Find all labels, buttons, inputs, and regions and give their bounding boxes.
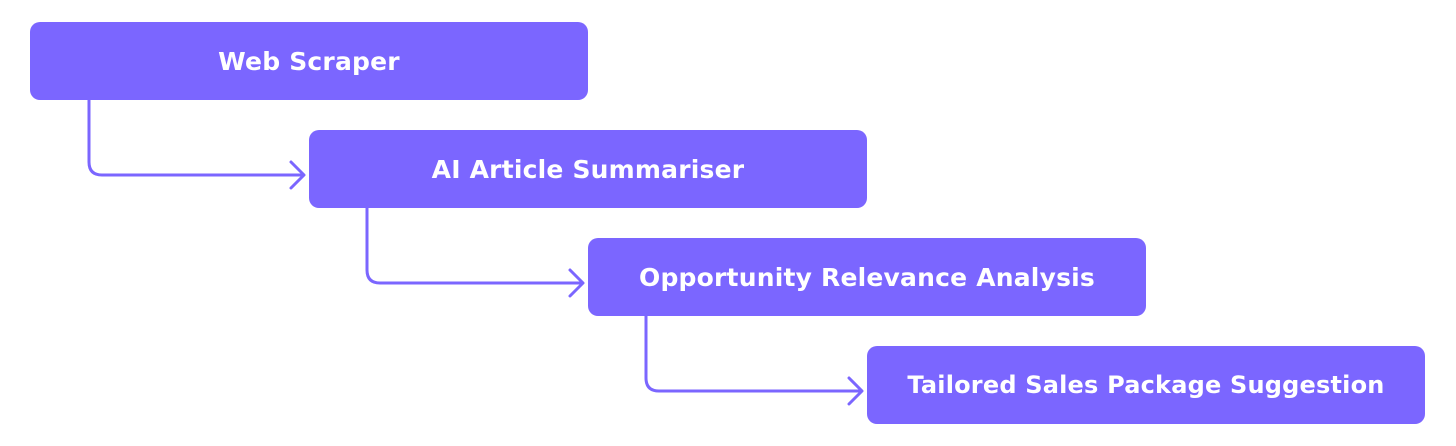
step-label: Tailored Sales Package Suggestion [907,371,1385,399]
connector-2-line [365,206,584,285]
connector-1-line [87,98,305,177]
arrow-right-icon [847,376,864,406]
step-opportunity-relevance-analysis: Opportunity Relevance Analysis [588,238,1146,316]
connector-3-line [644,314,863,393]
step-label: Opportunity Relevance Analysis [639,262,1095,292]
step-tailored-sales-package-suggestion: Tailored Sales Package Suggestion [867,346,1425,424]
arrow-right-icon [289,160,306,190]
step-label: Web Scraper [218,46,400,76]
step-web-scraper: Web Scraper [30,22,588,100]
arrow-right-icon [568,268,585,298]
step-ai-article-summariser: AI Article Summariser [309,130,867,208]
step-label: AI Article Summariser [431,154,745,184]
